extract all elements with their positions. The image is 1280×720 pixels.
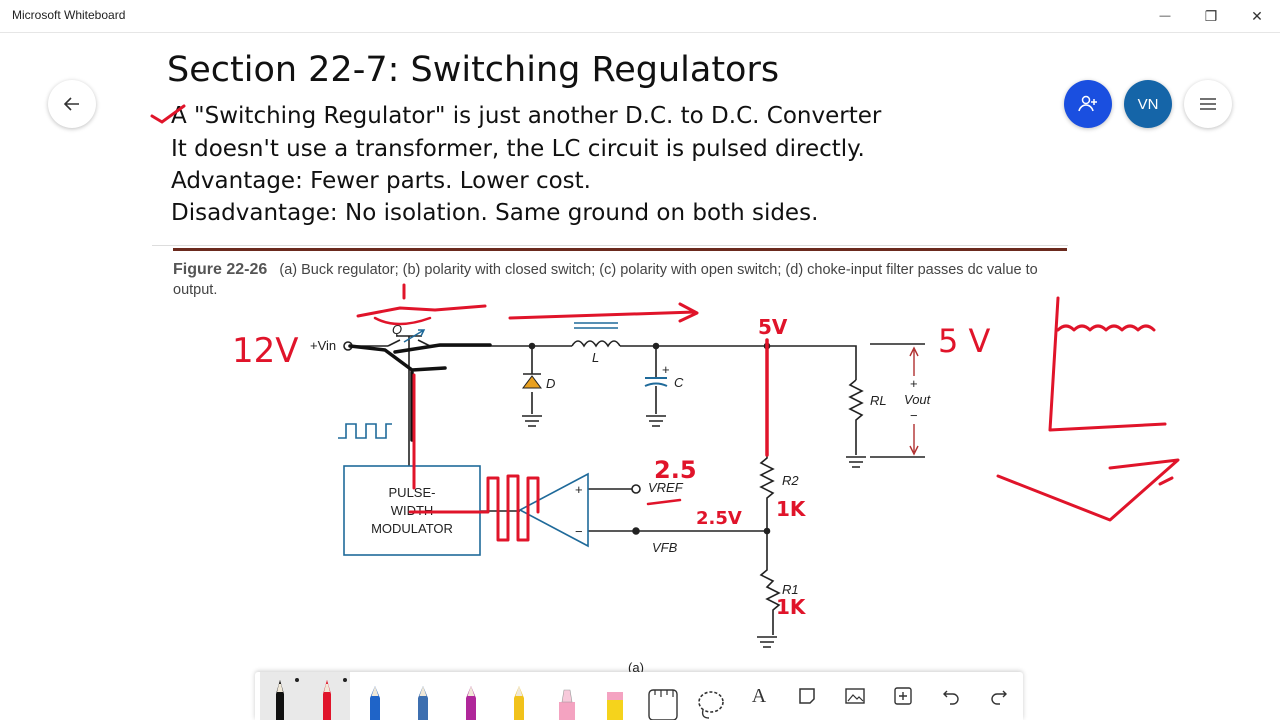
label-r1: R1 <box>782 582 799 597</box>
selected-pens-group <box>260 672 350 720</box>
avatar[interactable]: VN <box>1124 80 1172 128</box>
tool-text[interactable]: A <box>739 672 779 720</box>
redo-icon <box>991 690 1007 705</box>
inking-toolbar: A <box>255 672 1023 720</box>
ink-5v-node: 5V <box>758 315 788 339</box>
app-title: Microsoft Whiteboard <box>12 8 126 22</box>
ink-5v-out: 5 V <box>938 322 991 360</box>
ink-12v: 12V <box>232 331 299 371</box>
undo-button[interactable] <box>931 672 971 720</box>
ink-r1-value: 1K <box>776 595 807 619</box>
tool-purple-pen[interactable] <box>451 672 491 720</box>
ink-2-5v-fb: 2.5V <box>696 508 742 529</box>
image-icon <box>845 688 865 704</box>
label-d: D <box>546 376 555 391</box>
tool-navy-pen[interactable] <box>403 672 443 720</box>
minimize-button[interactable]: — <box>1142 0 1188 32</box>
redo-button[interactable] <box>979 672 1019 720</box>
divider <box>152 245 1068 246</box>
ruler-icon <box>648 689 678 720</box>
restore-button[interactable]: ❐ <box>1188 0 1234 32</box>
invite-button[interactable] <box>1064 80 1112 128</box>
tool-image[interactable] <box>835 672 875 720</box>
label-figure-sub: (a) <box>628 660 644 675</box>
highlighter-icon <box>559 689 575 720</box>
label-amp-plus: + <box>575 482 583 497</box>
pen-icon <box>418 686 428 720</box>
avatar-initials: VN <box>1137 95 1159 113</box>
tool-ruler[interactable] <box>643 672 683 720</box>
label-vout-plus: + <box>910 376 918 391</box>
tool-blue-pen[interactable] <box>355 672 395 720</box>
selected-dot <box>343 678 347 682</box>
back-arrow-icon <box>63 97 79 111</box>
selected-dot <box>295 678 299 682</box>
undo-icon <box>943 690 959 705</box>
close-icon: ✕ <box>1251 7 1263 24</box>
tool-insert[interactable] <box>883 672 923 720</box>
tool-lasso[interactable] <box>691 672 731 720</box>
label-vfb: VFB <box>652 540 678 555</box>
notes-line-1: A "Switching Regulator" is just another … <box>171 103 882 129</box>
label-pwm-1: PULSE- <box>389 485 436 500</box>
notes-title: Section 22-7: Switching Regulators <box>167 50 780 90</box>
menu-button[interactable] <box>1184 80 1232 128</box>
tool-note[interactable] <box>787 672 827 720</box>
label-rl: RL <box>870 393 887 408</box>
figure-caption-text: (a) Buck regulator; (b) polarity with cl… <box>173 262 1038 298</box>
add-icon <box>894 687 912 705</box>
tool-black-pen[interactable] <box>260 672 300 720</box>
ink-2-5-ref: 2.5 <box>654 456 697 484</box>
notes-line-2: It doesn't use a transformer, the LC cir… <box>171 136 865 162</box>
ink-r2-value: 1K <box>776 497 807 521</box>
label-c: C <box>674 375 684 390</box>
minimize-icon: — <box>1159 10 1171 22</box>
pen-icon <box>323 680 331 720</box>
label-c-plus: + <box>662 362 670 377</box>
notes-line-3: Advantage: Fewer parts. Lower cost. <box>171 168 591 194</box>
lasso-icon <box>698 691 724 719</box>
tool-red-pen[interactable] <box>307 672 347 720</box>
tool-pink-highlighter[interactable] <box>547 672 587 720</box>
label-vin: +Vin <box>310 338 336 353</box>
label-amp-minus: − <box>575 524 583 539</box>
text-icon: A <box>751 684 767 707</box>
label-vout-minus: − <box>910 408 918 423</box>
label-l: L <box>592 350 599 365</box>
figure-caption: Figure 22-26 (a) Buck regulator; (b) pol… <box>173 260 1073 300</box>
back-button[interactable] <box>48 80 96 128</box>
pen-icon <box>466 686 476 720</box>
add-person-icon <box>1078 95 1097 112</box>
label-q: Q <box>392 322 402 337</box>
label-vref: VREF <box>648 480 684 495</box>
label-r2: R2 <box>782 473 799 488</box>
figure-rule <box>173 248 1067 251</box>
pen-icon <box>370 686 380 720</box>
close-button[interactable]: ✕ <box>1234 0 1280 32</box>
highlighter-icon <box>607 692 623 720</box>
notes-line-4: Disadvantage: No isolation. Same ground … <box>171 200 819 226</box>
checkmark-ink <box>150 104 186 124</box>
pen-icon <box>514 686 524 720</box>
sticky-note-icon <box>799 688 815 704</box>
title-bar: Microsoft Whiteboard — ❐ ✕ <box>0 0 1280 33</box>
figure-number: Figure 22-26 <box>173 261 268 278</box>
restore-icon: ❐ <box>1204 7 1218 24</box>
label-pwm-3: MODULATOR <box>371 521 453 536</box>
tool-yellow-pen[interactable] <box>499 672 539 720</box>
tool-yellow-highlighter[interactable] <box>595 672 635 720</box>
hamburger-icon <box>1200 98 1216 110</box>
pen-icon <box>276 680 284 720</box>
label-vout: Vout <box>904 392 932 407</box>
